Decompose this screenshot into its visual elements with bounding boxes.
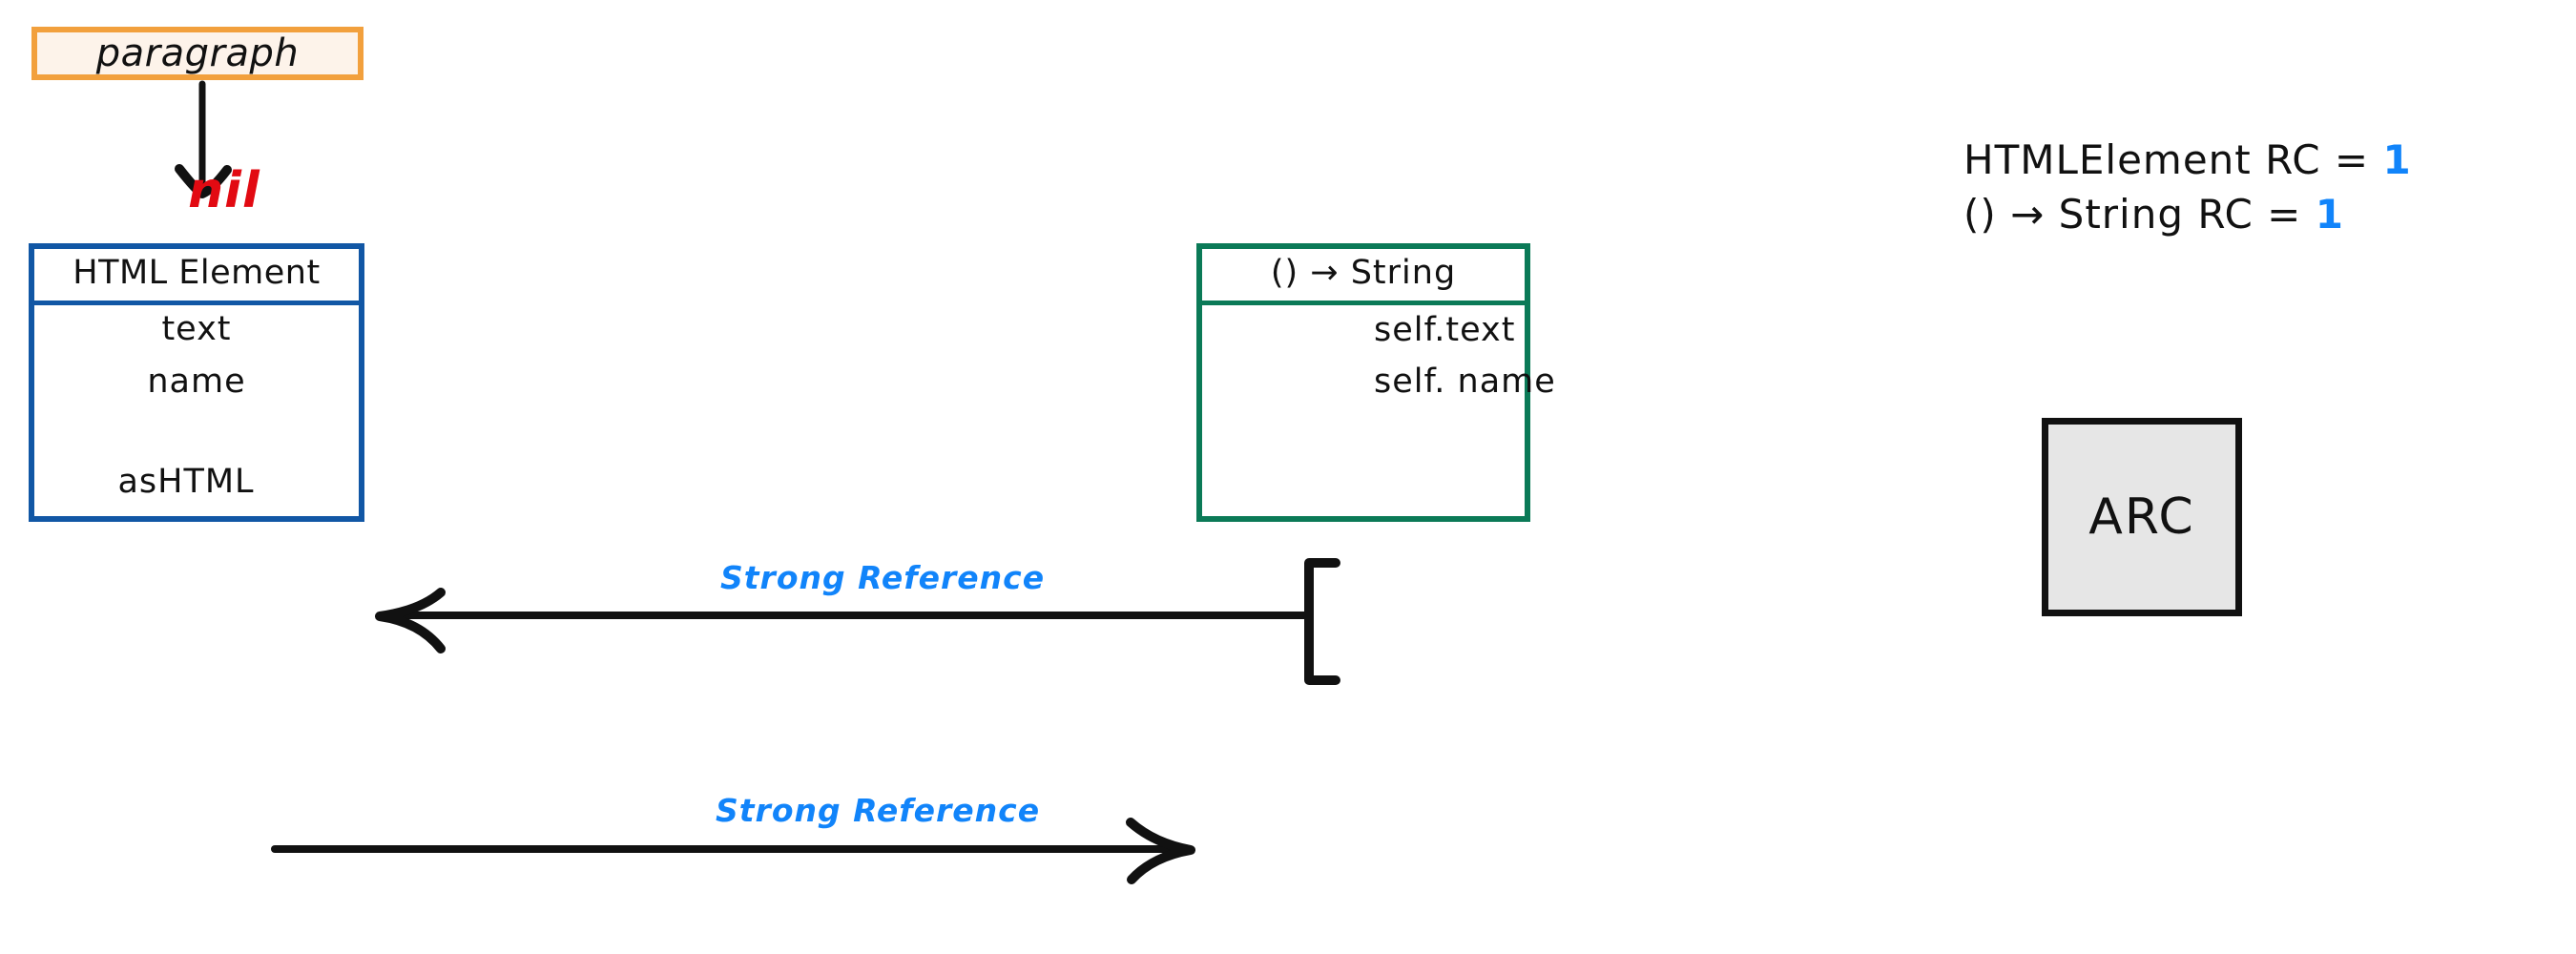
- edge-label-strong-reference-bottom: Strong Reference: [716, 792, 1041, 829]
- reference-count-name: () → String RC =: [1963, 190, 2302, 238]
- html-element-class-box[interactable]: [29, 243, 364, 522]
- closure-class-box[interactable]: [1196, 243, 1530, 522]
- closure-capture-self-name: self. name: [1374, 363, 1556, 401]
- reference-count-name: HTMLElement RC =: [1963, 136, 2370, 183]
- paragraph-variable-box[interactable]: [31, 27, 364, 80]
- paragraph-to-nil-arrow: [175, 80, 232, 198]
- reference-count-value: 1: [2382, 136, 2412, 183]
- strong-reference-arrow-left: [375, 558, 1340, 685]
- paragraph-variable-label: paragraph: [95, 31, 300, 75]
- reference-count-readout: HTMLElement RC = 1 () → String RC = 1: [1963, 134, 2412, 241]
- arc-badge-box: [2042, 418, 2242, 616]
- html-element-field-ashtml: asHTML: [117, 463, 255, 501]
- closure-capture-self-text: self.text: [1374, 311, 1516, 349]
- reference-count-row: () → String RC = 1: [1963, 188, 2412, 242]
- arc-badge-label: ARC: [2088, 488, 2195, 546]
- strong-reference-arrow-right: [271, 818, 1195, 884]
- closure-header-divider: [1196, 301, 1530, 305]
- html-element-header-divider: [29, 301, 364, 305]
- reference-count-row: HTMLElement RC = 1: [1963, 134, 2412, 188]
- closure-class-title: () → String: [1270, 254, 1457, 292]
- html-element-field-name: name: [147, 363, 246, 401]
- reference-count-value: 1: [2315, 190, 2344, 238]
- html-element-field-text: text: [161, 310, 232, 348]
- edge-label-strong-reference-top: Strong Reference: [720, 559, 1046, 596]
- nil-value-label: nil: [188, 162, 260, 219]
- html-element-class-title: HTML Element: [73, 254, 321, 292]
